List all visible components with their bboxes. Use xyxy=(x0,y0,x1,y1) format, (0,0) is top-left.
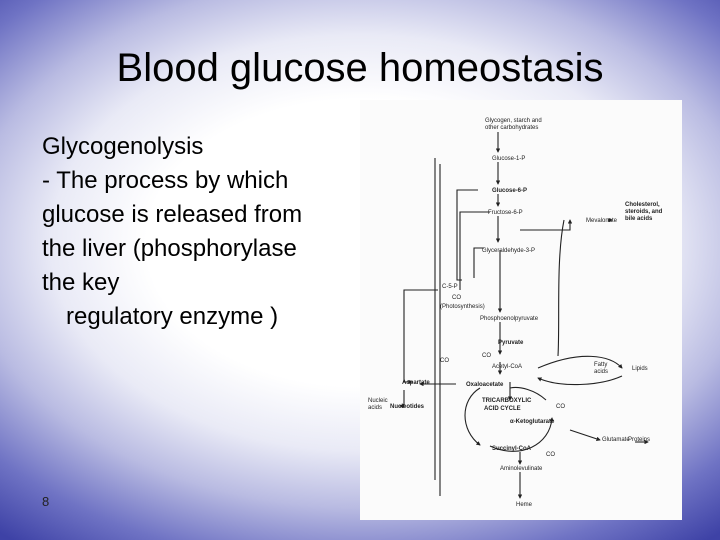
body-line-2: glucose is released from xyxy=(42,201,303,228)
diagram-label-lipids: Lipids xyxy=(632,366,648,372)
diagram-label-g6p: Glucose-6-P xyxy=(492,188,527,194)
diagram-label-glycogen: Glycogen, starch and xyxy=(485,118,542,124)
diagram-label-co2-b: CO xyxy=(482,353,491,359)
diagram-label-c5p: C-5-P xyxy=(442,284,458,290)
diagram-label-cholesterol: Cholesterol, xyxy=(625,202,660,208)
body-line-5: regulatory enzyme ) xyxy=(66,303,279,330)
diagram-label-co2-a: CO xyxy=(452,295,461,301)
diagram-label-heme: Heme xyxy=(516,502,533,508)
body-heading: Glycogenolysis xyxy=(42,133,204,160)
diagram-label-tca2: ACID CYCLE xyxy=(484,406,521,412)
diagram-label-f6p: Fructose-6-P xyxy=(488,210,523,216)
diagram-label-pyruvate: Pyruvate xyxy=(498,340,524,346)
diagram-label-co2-c: CO xyxy=(440,358,449,364)
diagram-label-succinyl: Succinyl-CoA xyxy=(492,446,532,452)
diagram-label-g1p: Glucose-1-P xyxy=(492,156,525,162)
diagram-label-steroids: steroids, and xyxy=(625,209,663,215)
body-line-4: the key xyxy=(42,269,120,296)
diagram-label-glutamate: Glutamate xyxy=(602,437,630,443)
diagram-label-aspartate: Aspartate xyxy=(402,380,430,386)
body-line-3: the liver (phosphorylase xyxy=(42,235,297,262)
diagram-label-bile: bile acids xyxy=(625,216,653,222)
slide-title: Blood glucose homeostasis xyxy=(116,46,604,90)
slide-body: Glycogenolysis - The process by which gl… xyxy=(42,130,362,334)
diagram-label-ala: Aminolevulinate xyxy=(500,466,543,472)
diagram-label-nucleic: Nucleic xyxy=(368,398,388,404)
diagram-label-acids2: acids xyxy=(368,405,382,411)
diagram-label-mevalonate: Mevalonate xyxy=(586,218,618,224)
diagram-label-acetyl: Acetyl-CoA xyxy=(492,364,522,370)
slide-number: 8 xyxy=(42,494,50,509)
diagram-label-glycogen2: other carbohydrates xyxy=(485,125,538,131)
diagram-label-tca1: TRICARBOXYLIC xyxy=(482,398,532,404)
diagram-label-photo: (Photosynthesis) xyxy=(440,304,485,310)
body-line-1: - The process by which xyxy=(42,167,289,194)
diagram-label-acids: acids xyxy=(594,369,608,375)
diagram-label-nucleotides: Nucleotides xyxy=(390,404,425,410)
diagram-label-oxalo: Oxaloacetate xyxy=(466,382,504,388)
diagram-label-co2-d: CO xyxy=(556,404,565,410)
diagram-label-akg: α-Ketoglutarate xyxy=(510,419,555,425)
diagram-label-fatty: Fatty xyxy=(594,362,607,368)
diagram-label-g3p: Glyceraldehyde-3-P xyxy=(482,248,535,254)
diagram-label-pep: Phosphoenolpyruvate xyxy=(480,316,539,322)
metabolism-diagram-svg: Glycogen, starch and other carbohydrates… xyxy=(368,118,663,508)
metabolism-diagram: Glycogen, starch and other carbohydrates… xyxy=(360,100,682,520)
diagram-label-co2-e: CO xyxy=(546,452,555,458)
diagram-label-proteins: Proteins xyxy=(628,437,650,443)
